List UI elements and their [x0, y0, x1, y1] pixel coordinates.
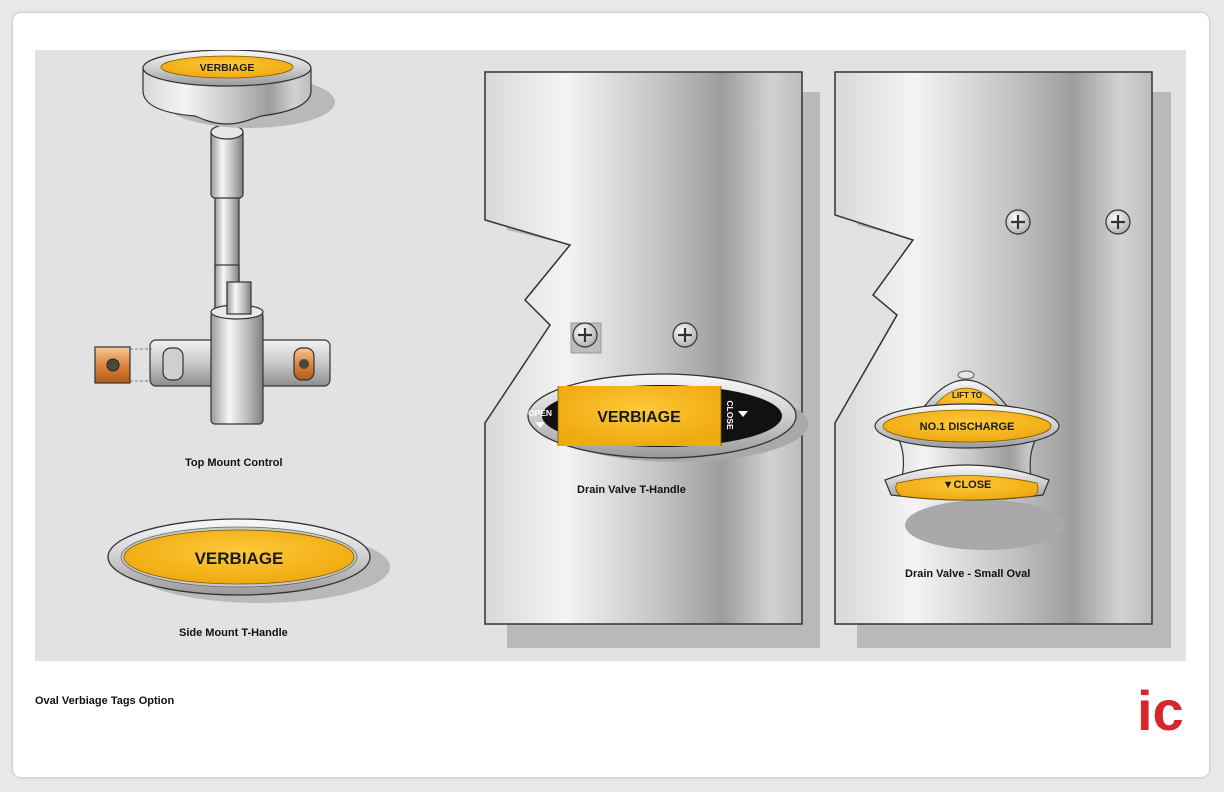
open-label: OPEN: [528, 408, 552, 418]
page-title: Oval Verbiage Tags Option: [35, 695, 175, 707]
ic-logo: ic: [1137, 679, 1184, 735]
illustration-panel: VERBIAGE VERBIAGE VERBIAGE OPEN CLOSE: [35, 50, 1186, 661]
drain-valve-small-oval-figure: LIFT TO NO.1 DISCHARGE ▼CLOSE: [834, 71, 1171, 648]
drain-small-oval-caption: Drain Valve - Small Oval: [905, 568, 1031, 580]
drain-t-handle-tag-text: VERBIAGE: [597, 409, 681, 426]
logo-text: ic: [1137, 679, 1184, 735]
side-mount-tag-figure: VERBIAGE: [107, 518, 390, 603]
close-tag-text: ▼CLOSE: [943, 479, 992, 491]
side-mount-tag-text: VERBIAGE: [195, 549, 284, 568]
discharge-tag-text: NO.1 DISCHARGE: [920, 421, 1015, 433]
side-mount-caption: Side Mount T-Handle: [179, 627, 288, 639]
top-mount-control-figure: VERBIAGE: [94, 50, 335, 425]
drain-t-handle-caption: Drain Valve T-Handle: [577, 484, 686, 496]
close-arrow-icon: [738, 411, 748, 417]
drain-valve-t-handle-figure: VERBIAGE OPEN CLOSE: [484, 71, 820, 648]
open-arrow-icon: [535, 422, 545, 428]
top-mount-tag-text: VERBIAGE: [200, 62, 255, 74]
top-mount-caption: Top Mount Control: [185, 457, 283, 469]
close-label: CLOSE: [725, 400, 735, 430]
lift-to-label: LIFT TO: [952, 391, 982, 400]
